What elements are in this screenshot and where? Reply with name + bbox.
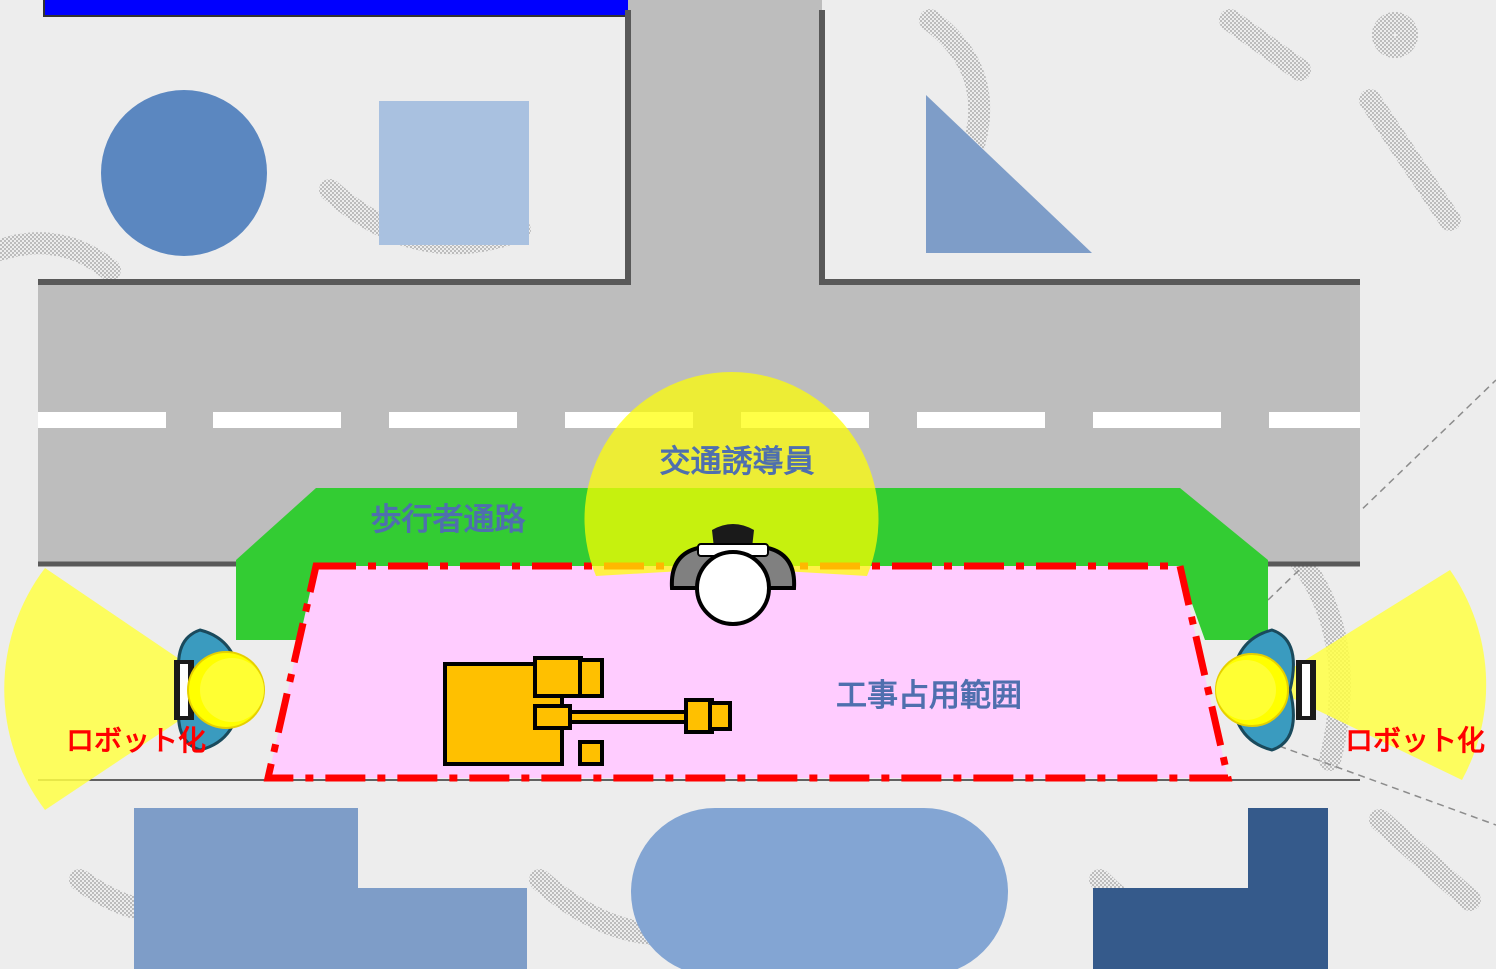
pedestrian-path-label: 歩行者通路: [371, 502, 527, 538]
robot-right-view-fan: [1265, 570, 1487, 780]
traffic-guide-worker-icon: [669, 524, 797, 626]
robot-left-label: ロボット化: [66, 724, 206, 757]
robot-left-worker-icon: [174, 628, 265, 752]
excavator-icon: [443, 656, 732, 766]
building-square: [379, 101, 529, 245]
robot-right-label: ロボット化: [1345, 724, 1485, 757]
title-bar: [43, 0, 697, 17]
building-l-shape-left: [134, 808, 527, 969]
building-l-shape-right: [1093, 808, 1328, 969]
work-zone-label: 工事占用範囲: [836, 678, 1022, 714]
robot-left-view-fan: [4, 568, 225, 810]
building-triangle: [926, 95, 1092, 253]
traffic-guide-view-fan: [584, 372, 879, 576]
robot-right-worker-icon: [1215, 628, 1316, 752]
traffic-guide-label: 交通誘導員: [660, 444, 815, 480]
building-circle: [101, 90, 267, 256]
building-rounded: [631, 808, 1008, 969]
